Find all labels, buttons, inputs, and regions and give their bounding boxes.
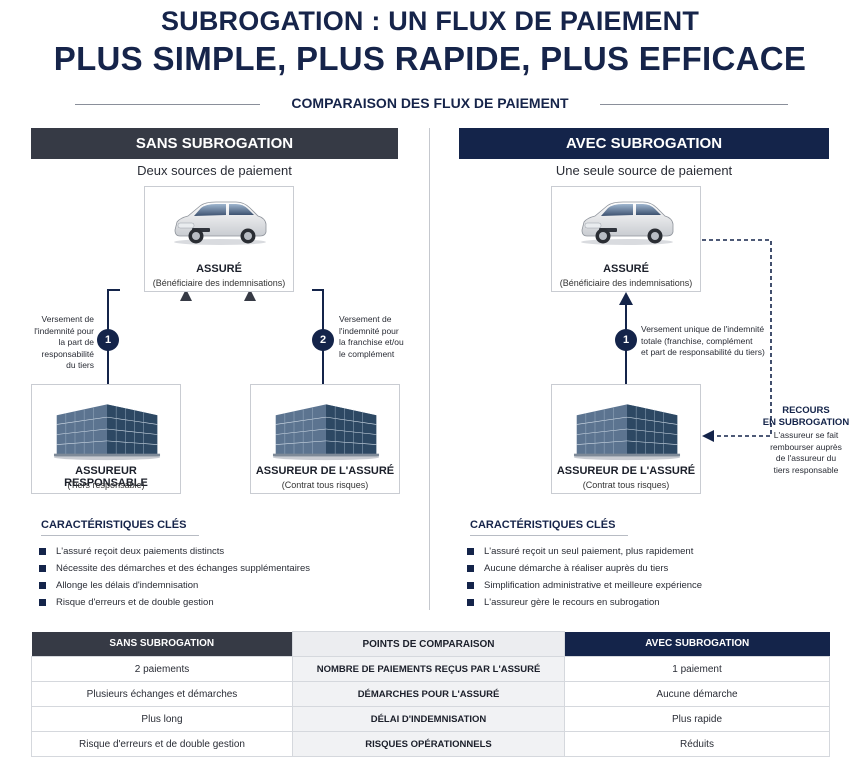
divider-left bbox=[75, 104, 260, 105]
list-item: Nécessite des démarches et des échanges … bbox=[39, 563, 310, 580]
recourse-dashed-line bbox=[702, 239, 772, 437]
left-arrow-2 bbox=[244, 289, 256, 301]
insured-desc: (Bénéficiaire des indemnisations) bbox=[152, 278, 286, 288]
recourse-arrow bbox=[702, 430, 714, 442]
comparison-table: SANS SUBROGATION POINTS DE COMPARAISON A… bbox=[31, 631, 830, 757]
left-flow-line-2 bbox=[312, 289, 324, 384]
right-key-characteristics-title: CARACTÉRISTIQUES CLÉS bbox=[470, 519, 616, 531]
table-cell: Réduits bbox=[564, 731, 830, 757]
section-subtitle: COMPARAISON DES FLUX DE PAIEMENT bbox=[291, 95, 569, 111]
list-item: L'assuré reçoit deux paiements distincts bbox=[39, 546, 310, 563]
responsible-insurer-name: ASSUREUR RESPONSABLE bbox=[64, 465, 148, 489]
table-cell: 1 paiement bbox=[564, 656, 830, 682]
table-cell: Plus rapide bbox=[564, 706, 830, 732]
list-item: L'assureur gère le recours en subrogatio… bbox=[467, 597, 702, 614]
table-header-row: SANS SUBROGATION POINTS DE COMPARAISON A… bbox=[31, 631, 830, 657]
office-building-icon bbox=[52, 397, 162, 461]
responsible-insurer-desc: (Tiers responsable) bbox=[67, 480, 145, 490]
table-row: Plus long DÉLAI D'INDEMNISATION Plus rap… bbox=[31, 706, 830, 732]
right-column-subtitle: Une seule source de paiement bbox=[555, 163, 733, 178]
table-row: Risque d'erreurs et de double gestion RI… bbox=[31, 731, 830, 757]
list-item: Simplification administrative et meilleu… bbox=[467, 580, 702, 597]
divider-right bbox=[600, 104, 788, 105]
car-icon bbox=[577, 195, 677, 247]
recourse-label: RECOURS EN SUBROGATION L'assureur se fai… bbox=[762, 405, 850, 475]
table-cell: DÉMARCHES POUR L'ASSURÉ bbox=[292, 681, 565, 707]
left-key-points: L'assuré reçoit deux paiements distincts… bbox=[39, 546, 310, 614]
step-1-badge: 1 bbox=[97, 329, 119, 351]
table-row: 2 paiements NOMBRE DE PAIEMENTS REÇUS PA… bbox=[31, 656, 830, 682]
office-building-icon bbox=[271, 397, 381, 461]
right-own-insurer-card: ASSUREUR DE L'ASSURÉ (Contrat tous risqu… bbox=[551, 384, 701, 494]
office-building-icon bbox=[572, 397, 682, 461]
step-2-badge: 2 bbox=[312, 329, 334, 351]
left-arrow-1 bbox=[180, 289, 192, 301]
insured-desc: (Bénéficiaire des indemnisations) bbox=[559, 278, 693, 288]
table-cell: NOMBRE DE PAIEMENTS REÇUS PAR L'ASSURÉ bbox=[292, 656, 565, 682]
table-header-without: SANS SUBROGATION bbox=[31, 631, 293, 657]
table-cell: Risque d'erreurs et de double gestion bbox=[31, 731, 293, 757]
car-icon bbox=[170, 195, 270, 247]
right-key-points: L'assuré reçoit un seul paiement, plus r… bbox=[467, 546, 702, 614]
list-item: Allonge les délais d'indemnisation bbox=[39, 580, 310, 597]
left-insured-card: ASSURÉ (Bénéficiaire des indemnisations) bbox=[144, 186, 294, 292]
table-header-with: AVEC SUBROGATION bbox=[564, 631, 830, 657]
table-cell: 2 paiements bbox=[31, 656, 293, 682]
list-item: L'assuré reçoit un seul paiement, plus r… bbox=[467, 546, 702, 563]
own-insurer-desc: (Contrat tous risques) bbox=[582, 480, 670, 490]
left-own-insurer-card: ASSUREUR DE L'ASSURÉ (Contrat tous risqu… bbox=[250, 384, 400, 494]
list-item: Risque d'erreurs et de double gestion bbox=[39, 597, 310, 614]
right-insured-card: ASSURÉ (Bénéficiaire des indemnisations) bbox=[551, 186, 701, 292]
table-cell: Plus long bbox=[31, 706, 293, 732]
column-divider bbox=[429, 128, 430, 610]
insured-name: ASSURÉ bbox=[603, 263, 649, 275]
left-column-subtitle: Deux sources de paiement bbox=[137, 163, 292, 178]
table-cell: RISQUES OPÉRATIONNELS bbox=[292, 731, 565, 757]
table-cell: DÉLAI D'INDEMNISATION bbox=[292, 706, 565, 732]
own-insurer-name: ASSUREUR DE L'ASSURÉ bbox=[556, 465, 696, 477]
right-key-underline bbox=[470, 535, 628, 536]
flow-diagram-lines bbox=[107, 239, 772, 442]
table-row: Plusieurs échanges et démarches DÉMARCHE… bbox=[31, 681, 830, 707]
right-column-header: AVEC SUBROGATION bbox=[459, 128, 829, 159]
left-flow-line-1 bbox=[107, 289, 120, 384]
left-column-header: SANS SUBROGATION bbox=[31, 128, 398, 159]
responsible-insurer-card: ASSUREUR RESPONSABLE (Tiers responsable) bbox=[31, 384, 181, 494]
own-insurer-desc: (Contrat tous risques) bbox=[281, 480, 369, 490]
left-key-characteristics-title: CARACTÉRISTIQUES CLÉS bbox=[41, 519, 187, 531]
page-title-line2: PLUS SIMPLE, PLUS RAPIDE, PLUS EFFICACE bbox=[53, 40, 807, 77]
list-item: Aucune démarche à réaliser auprès du tie… bbox=[467, 563, 702, 580]
step-1-badge: 1 bbox=[615, 329, 637, 351]
table-header-criteria: POINTS DE COMPARAISON bbox=[292, 631, 565, 657]
left-key-underline bbox=[41, 535, 199, 536]
own-insurer-name: ASSUREUR DE L'ASSURÉ bbox=[255, 465, 395, 477]
right-arrow-up bbox=[619, 292, 633, 305]
table-cell: Aucune démarche bbox=[564, 681, 830, 707]
table-cell: Plusieurs échanges et démarches bbox=[31, 681, 293, 707]
insured-name: ASSURÉ bbox=[196, 263, 242, 275]
page-title-line1: SUBROGATION : UN FLUX DE PAIEMENT bbox=[160, 6, 700, 36]
